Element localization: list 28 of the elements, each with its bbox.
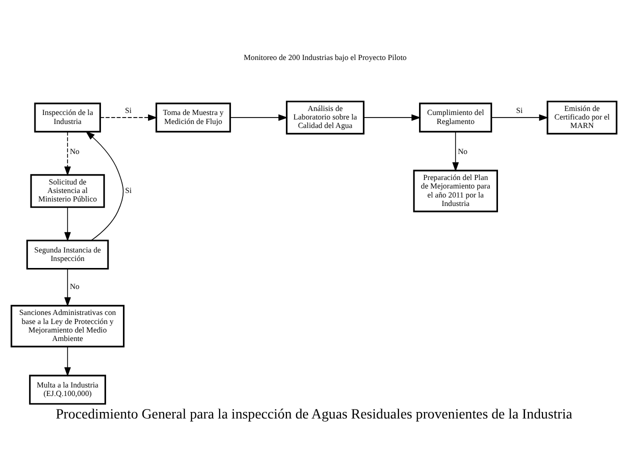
node-box: Segunda Instancia de Inspección — [26, 239, 109, 270]
arrow — [364, 114, 421, 120]
arrow — [64, 130, 71, 176]
node-box: Toma de Muestra y Medición de Flujo — [156, 102, 231, 132]
arrow — [100, 114, 158, 120]
arrow — [452, 130, 459, 172]
edge-label: Si — [124, 105, 132, 114]
edge-label: Si — [125, 185, 132, 194]
node-box: Inspección de la Industria — [34, 102, 101, 132]
node-box: Solicitud de Asistencia al Ministerio Público — [30, 174, 105, 208]
diagram-title: Procedimiento General para la inspección de Aguas Residuales provenientes de la Industria — [56, 406, 572, 422]
node-box: Cumplimiento del Reglamento — [419, 102, 492, 132]
edge-label: No — [458, 146, 468, 156]
edge-label: Si — [516, 105, 523, 114]
node-box: Sanciones Administrativas con base a la Ley de Protección y Mejoramiento del Medio Ambiente — [10, 304, 125, 347]
arrow — [64, 268, 71, 306]
node-box: Preparación del Plan de Mejoramiento para el año 2011 por la Industria — [413, 169, 498, 212]
node-box: Emisión de Certificado por el MARN — [546, 100, 618, 134]
arrow — [64, 206, 71, 242]
arrow — [64, 346, 71, 376]
node-box: Multa a la Industria (EJ.Q.100,000) — [29, 374, 106, 404]
arrow — [491, 114, 549, 120]
arrow — [85, 130, 124, 240]
arrow — [230, 114, 288, 120]
edge-label: No — [70, 146, 80, 156]
edge-label: No — [70, 282, 80, 291]
node-box: Análisis de Laboratorio sobre la Calidad del Agua — [286, 100, 364, 134]
label: Monitoreo de 200 Industrias bajo el Proyecto Piloto — [244, 52, 407, 62]
